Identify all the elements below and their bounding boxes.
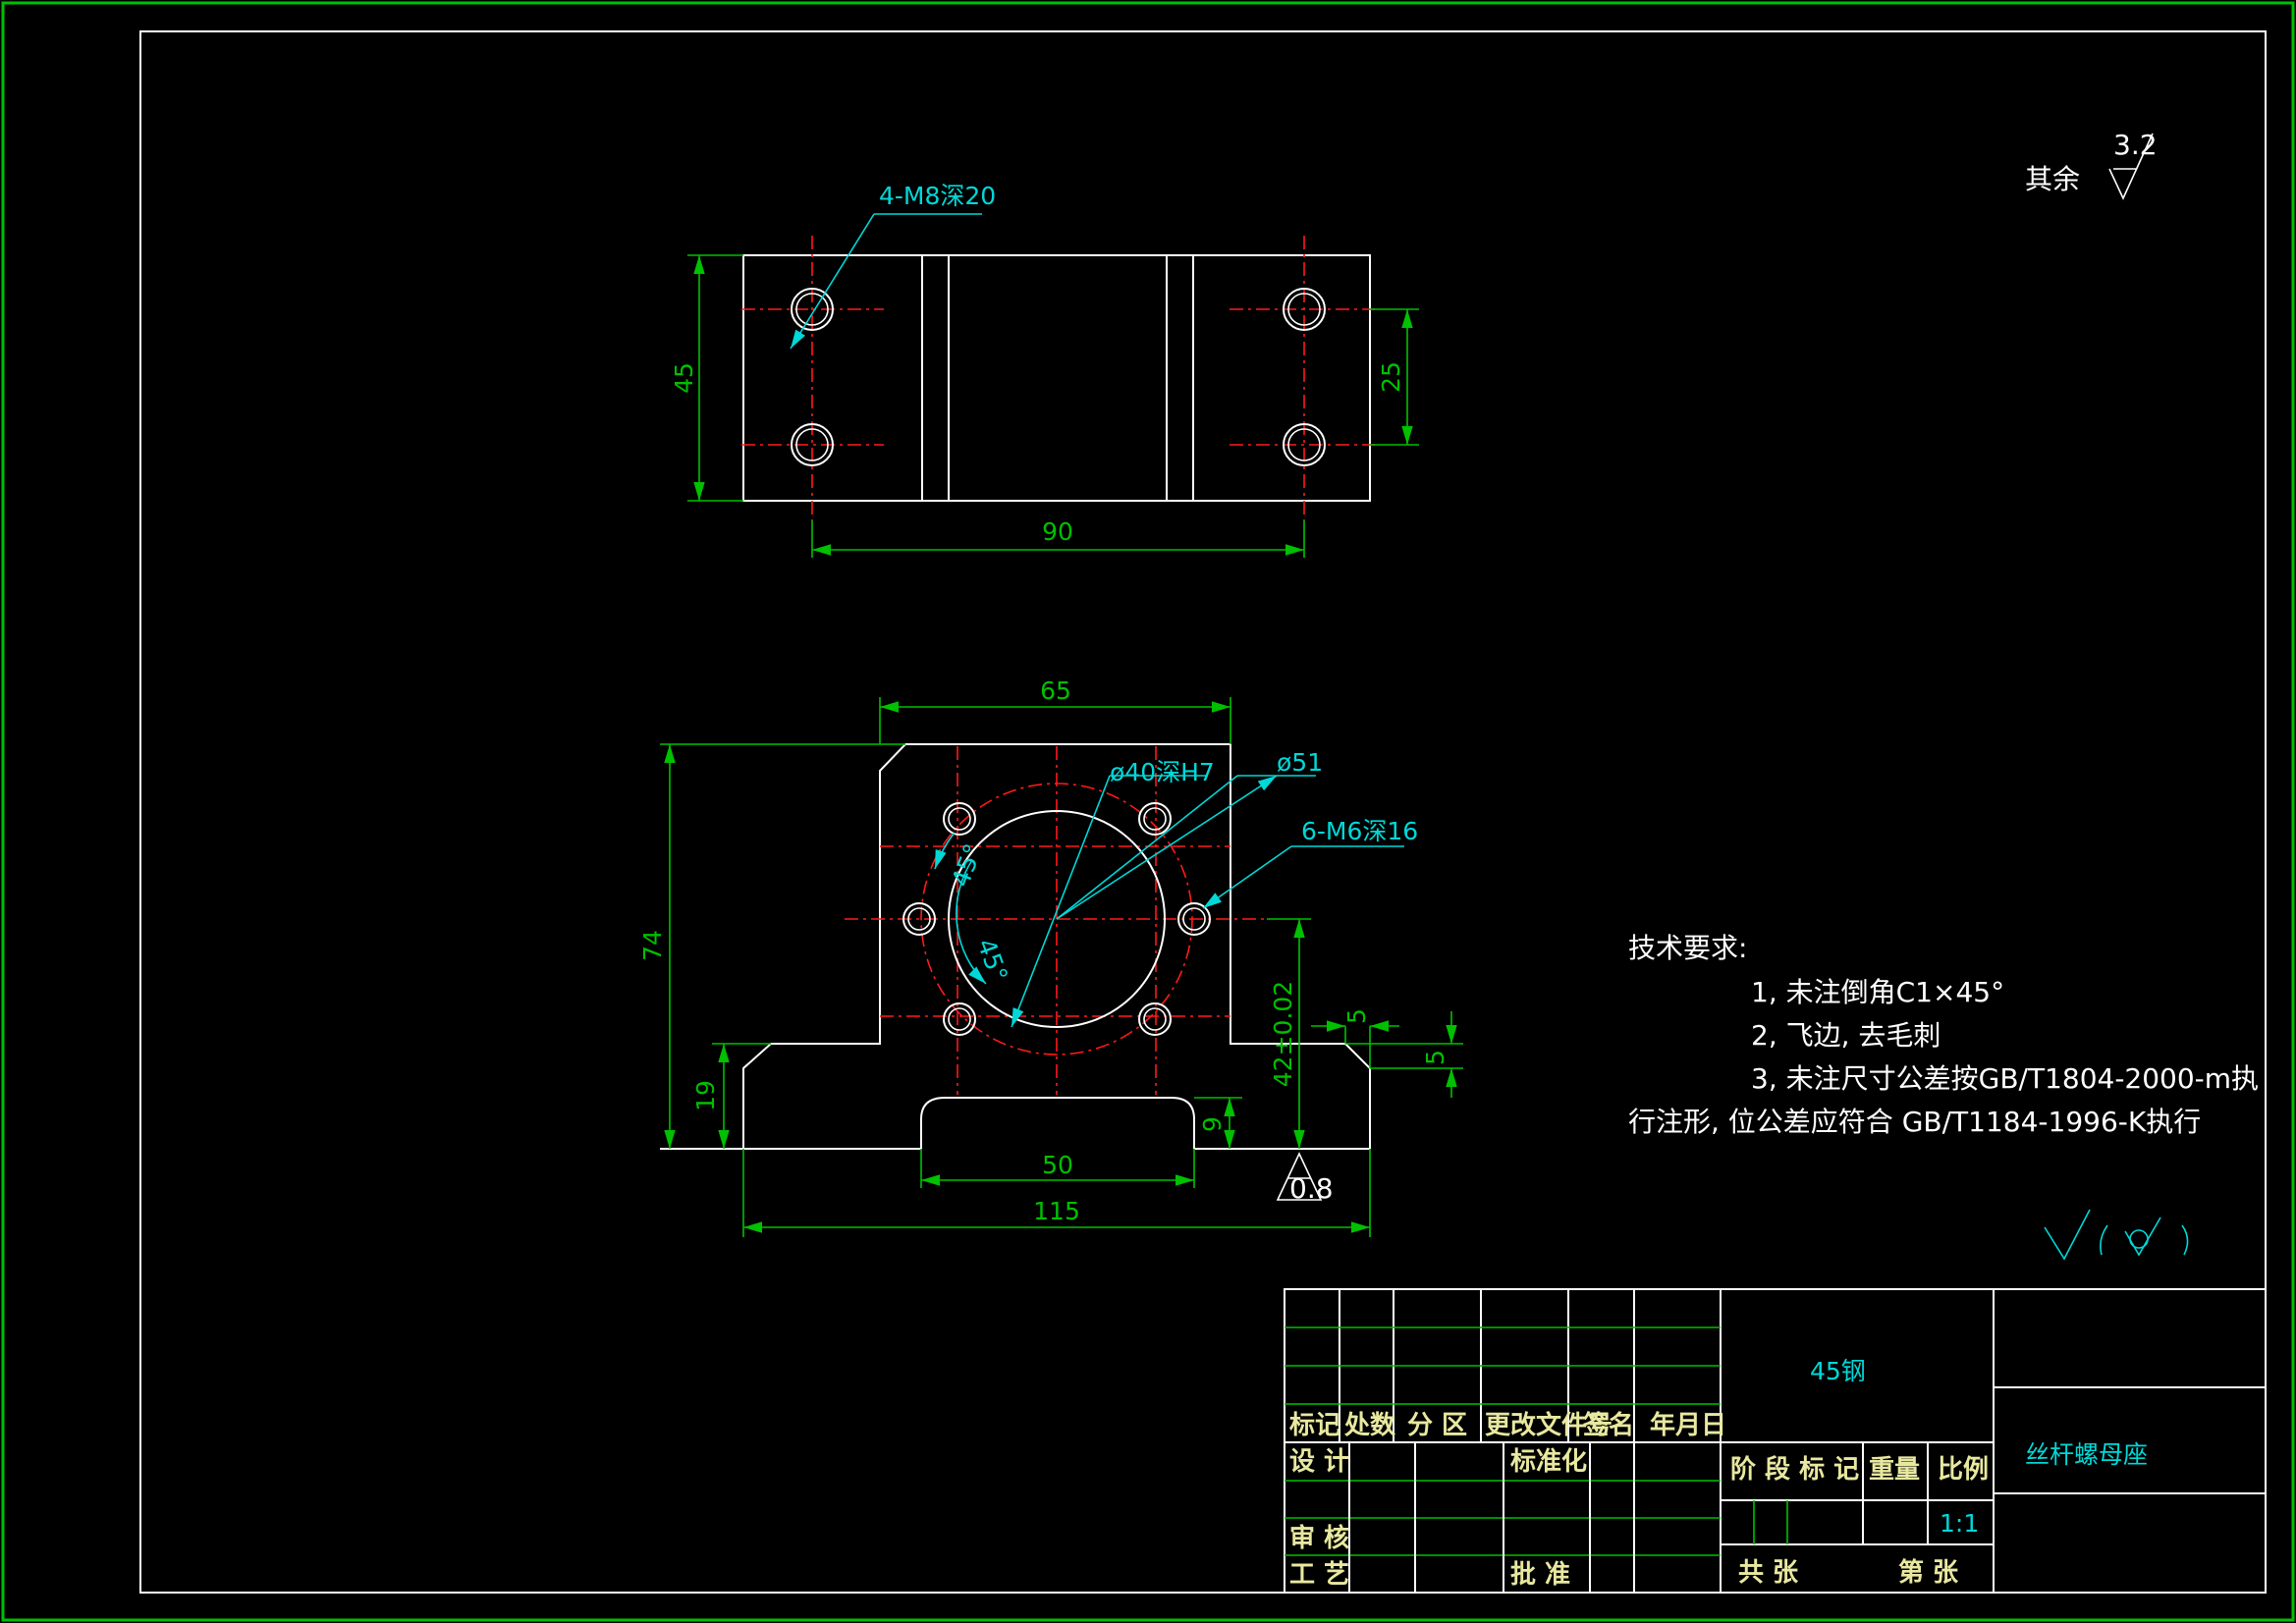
front-hole-callout: 6-M6深16 [1301, 817, 1418, 845]
roughness-value: 3.2 [2113, 129, 2158, 161]
dim-total-height: 74 [638, 930, 667, 961]
roughness-other-label: 其余 [2025, 163, 2080, 195]
tb-process: 工 艺 [1289, 1560, 1349, 1590]
tb-header-date: 年月日 [1650, 1410, 1726, 1440]
tb-part-name: 丝杆螺母座 [2025, 1440, 2148, 1469]
top-view-outline [742, 254, 1371, 502]
top-view: 4-M8深20 45 25 90 [670, 182, 1419, 558]
dim-bore-diameter: ø40深H7 [1110, 758, 1215, 786]
sheet-inner-border [139, 30, 2267, 1594]
datum-roughness-symbol: 0.8 [1276, 1152, 1334, 1205]
bolt-circle [920, 783, 1193, 1055]
dim-base-height: 19 [691, 1080, 720, 1111]
tb-standardize: 标准化 [1510, 1447, 1587, 1477]
dim-slot-width: 50 [1042, 1151, 1073, 1179]
tb-material: 45钢 [1810, 1357, 1866, 1385]
tb-header-mark: 标记 [1289, 1411, 1340, 1440]
bottom-slot [920, 1097, 1195, 1149]
tb-design: 设 计 [1289, 1447, 1349, 1477]
dim-chamfer-h: 5 [1421, 1050, 1449, 1065]
dim-top-width: 65 [1040, 676, 1071, 705]
tech-req-continuation: 行注形, 位公差应符合 GB/T1184-1996-K执行 [1628, 1106, 2201, 1138]
tb-header-count: 处数 [1343, 1411, 1396, 1440]
tb-header-signature: 签名 [1583, 1410, 1634, 1440]
datum-roughness-value: 0.8 [1289, 1172, 1334, 1205]
tech-req-item-3: 3, 未注尺寸公差按GB/T1804-2000-m执 [1751, 1062, 2259, 1095]
roughness-other-symbol: 其余 3.2 [2025, 129, 2158, 200]
tb-sheet-no: 第 张 [1898, 1557, 1959, 1588]
tb-weight: 重量 [1869, 1455, 1920, 1485]
angle-label-1: 45° [946, 839, 987, 891]
tech-req-item-1: 1, 未注倒角C1×45° [1751, 976, 2004, 1008]
tb-approve: 批 准 [1510, 1560, 1570, 1590]
top-view-holes [791, 288, 1326, 466]
top-hole-callout: 4-M8深20 [879, 182, 996, 210]
title-block: 标记 处数 分 区 更改文件号 签名 年月日 设 计 标准化 审 核 工 艺 批… [1284, 1288, 2267, 1594]
tb-total-sheets: 共 张 [1738, 1558, 1799, 1588]
surface-finish-symbol [2044, 1209, 2189, 1261]
dim-bolt-circle: ø51 [1277, 748, 1323, 777]
bore-circle [948, 810, 1166, 1028]
dim-top-height: 45 [670, 362, 698, 394]
tb-header-zone: 分 区 [1407, 1411, 1467, 1440]
dim-center-height: 42±0.02 [1269, 981, 1297, 1087]
tech-req-title: 技术要求: [1628, 932, 1747, 964]
tb-review: 审 核 [1289, 1523, 1349, 1553]
front-view: 45° 45° ø40深H7 ø51 6-M6深16 65 74 19 9 [638, 676, 1463, 1237]
dim-hole-spacing-h: 90 [1042, 517, 1073, 546]
angle-label-2: 45° [971, 935, 1012, 986]
front-view-holes [902, 802, 1211, 1036]
tb-stage-mark: 阶 段 标 记 [1730, 1454, 1859, 1485]
tech-req-item-2: 2, 飞边, 去毛刺 [1751, 1019, 1941, 1052]
tb-header-change-doc: 更改文件号 [1485, 1410, 1613, 1440]
dim-hole-spacing-v: 25 [1377, 361, 1405, 393]
tb-scale-label: 比例 [1938, 1455, 1989, 1485]
dim-slot-depth: 9 [1198, 1116, 1227, 1132]
tb-scale-value: 1:1 [1940, 1509, 1979, 1538]
dim-total-width: 115 [1033, 1197, 1080, 1225]
dim-chamfer-w: 5 [1342, 1008, 1371, 1024]
tech-requirements: 技术要求: 1, 未注倒角C1×45° 2, 飞边, 去毛刺 3, 未注尺寸公差… [1628, 932, 2259, 1138]
